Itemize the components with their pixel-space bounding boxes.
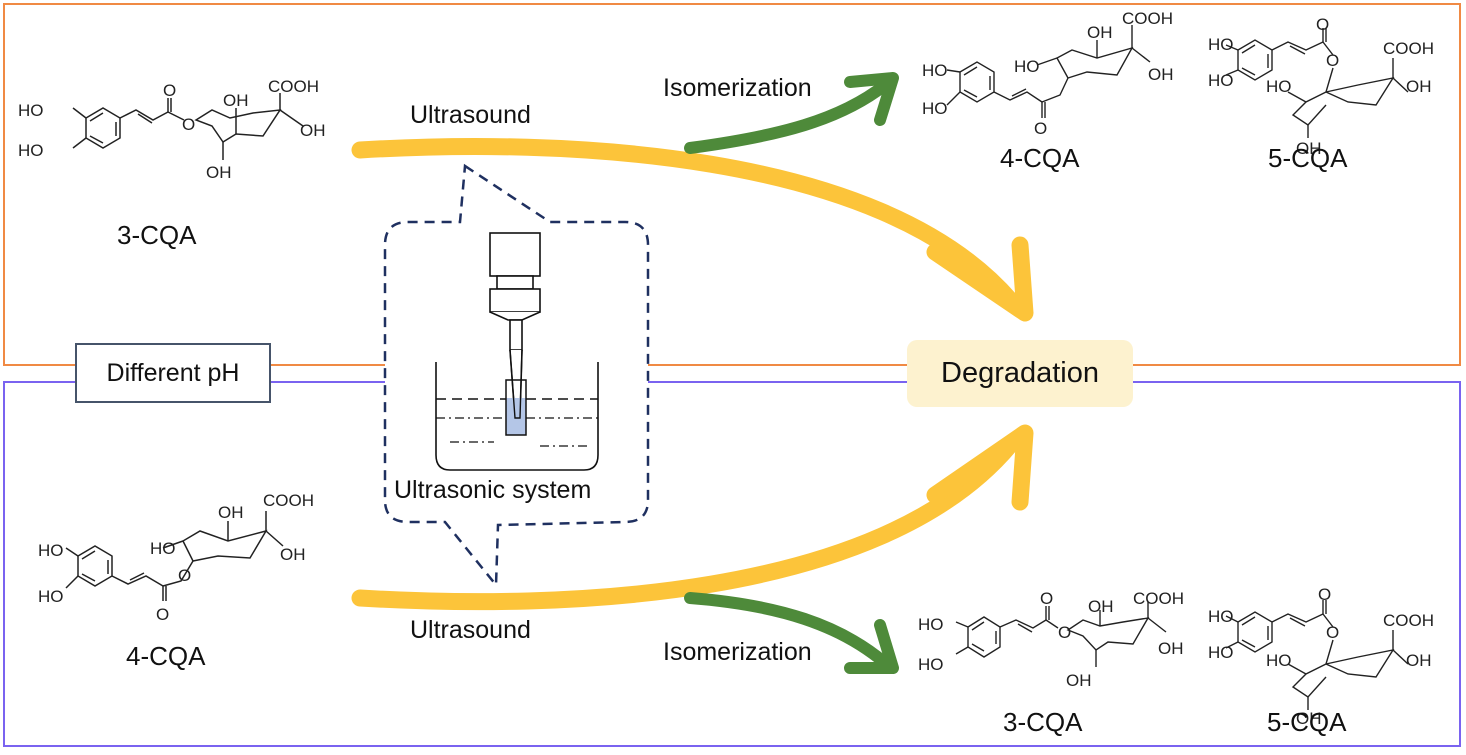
svg-text:HO: HO	[150, 539, 176, 558]
svg-text:HO: HO	[1208, 607, 1234, 626]
svg-text:O: O	[1040, 589, 1053, 608]
different-ph-label: Different pH	[107, 359, 240, 388]
svg-text:O: O	[1326, 51, 1339, 70]
different-ph-box: Different pH	[75, 343, 271, 403]
top-ultrasound-label: Ultrasound	[410, 101, 531, 130]
molecule-4cqa-product-structure: HO HO O HO OH COOH OH	[922, 9, 1174, 138]
molecule-4cqa-structure: HO HO O HO OH COOH OH O	[38, 491, 314, 624]
top-product-1-label: 4-CQA	[1000, 143, 1079, 174]
svg-text:HO: HO	[1266, 77, 1292, 96]
svg-text:OH: OH	[1148, 65, 1174, 84]
svg-text:OH: OH	[1158, 639, 1184, 658]
svg-text:O: O	[1058, 623, 1071, 642]
svg-text:HO: HO	[1208, 643, 1234, 662]
svg-text:COOH: COOH	[268, 77, 319, 96]
svg-text:COOH: COOH	[263, 491, 314, 510]
svg-text:O: O	[182, 115, 195, 134]
svg-text:OH: OH	[280, 545, 306, 564]
svg-text:HO: HO	[18, 101, 44, 120]
svg-text:O: O	[163, 81, 176, 100]
svg-text:COOH: COOH	[1383, 39, 1434, 58]
bottom-isomerization-label: Isomerization	[663, 638, 812, 667]
svg-text:HO: HO	[922, 99, 948, 118]
svg-text:OH: OH	[206, 163, 232, 182]
svg-text:HO: HO	[1014, 57, 1040, 76]
svg-text:OH: OH	[1087, 23, 1113, 42]
svg-text:OH: OH	[223, 91, 249, 110]
svg-text:O: O	[1316, 15, 1329, 34]
svg-text:HO: HO	[1266, 651, 1292, 670]
svg-text:HO: HO	[18, 141, 44, 160]
top-reactant-label: 3-CQA	[117, 220, 196, 251]
bottom-reactant-label: 4-CQA	[126, 641, 205, 672]
svg-text:HO: HO	[1208, 71, 1234, 90]
molecule-3cqa-product-structure: HO HO O O OH COOH OH OH	[918, 589, 1184, 690]
svg-text:O: O	[1326, 623, 1339, 642]
svg-text:COOH: COOH	[1122, 9, 1173, 28]
bottom-panel-frame	[4, 382, 1460, 746]
svg-text:O: O	[1034, 119, 1047, 138]
svg-text:HO: HO	[922, 61, 948, 80]
svg-text:HO: HO	[918, 655, 944, 674]
top-product-2-label: 5-CQA	[1268, 143, 1347, 174]
top-isomerization-label: Isomerization	[663, 74, 812, 103]
top-panel-frame	[4, 4, 1460, 365]
svg-text:OH: OH	[218, 503, 244, 522]
svg-text:HO: HO	[38, 541, 64, 560]
svg-text:OH: OH	[1406, 77, 1432, 96]
svg-text:HO: HO	[918, 615, 944, 634]
degradation-label: Degradation	[941, 357, 1099, 390]
bottom-product-1-label: 3-CQA	[1003, 707, 1082, 738]
bottom-ultrasound-label: Ultrasound	[410, 616, 531, 645]
degradation-box: Degradation	[907, 340, 1133, 407]
svg-text:COOH: COOH	[1133, 589, 1184, 608]
bottom-product-2-label: 5-CQA	[1267, 707, 1346, 738]
svg-text:OH: OH	[1088, 597, 1114, 616]
molecule-3cqa-structure: HO HO O O OH COOH OH OH	[18, 77, 326, 182]
svg-text:O: O	[1318, 585, 1331, 604]
svg-text:HO: HO	[38, 587, 64, 606]
svg-text:OH: OH	[1406, 651, 1432, 670]
svg-text:OH: OH	[300, 121, 326, 140]
svg-text:HO: HO	[1208, 35, 1234, 54]
molecule-5cqa-product-top-structure: HO HO O O COOH OH HO OH	[1208, 15, 1434, 158]
ultrasonic-system-label: Ultrasonic system	[394, 476, 591, 505]
svg-text:COOH: COOH	[1383, 611, 1434, 630]
svg-text:OH: OH	[1066, 671, 1092, 690]
svg-text:O: O	[156, 605, 169, 624]
svg-text:O: O	[178, 566, 191, 585]
